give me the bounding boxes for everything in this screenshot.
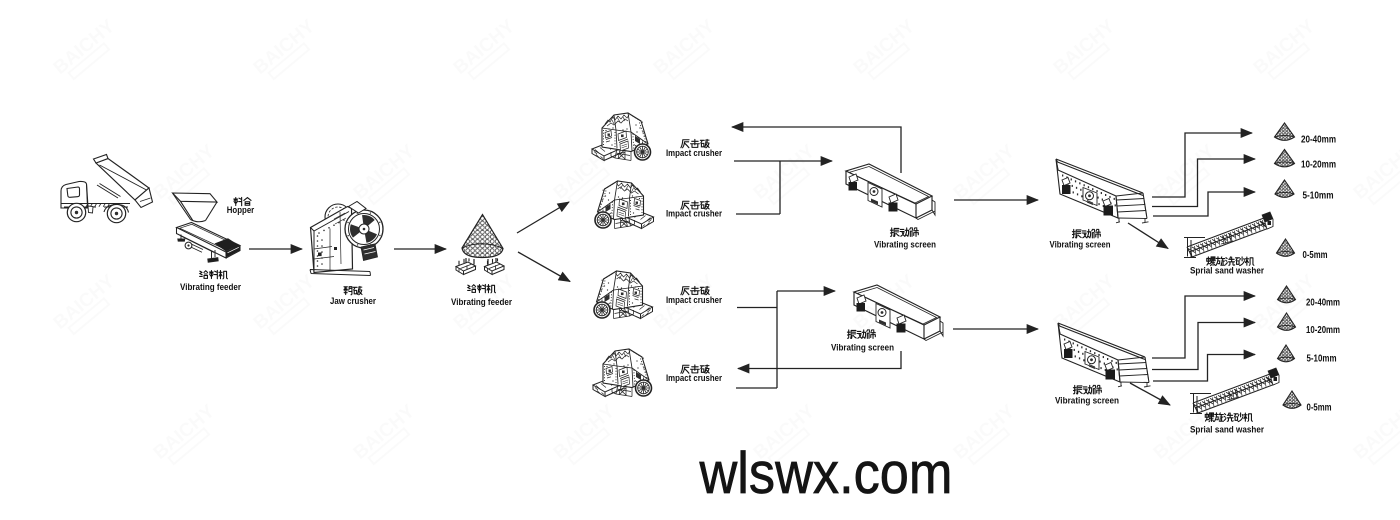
- svg-text:Vibrating feeder: Vibrating feeder: [451, 297, 512, 307]
- svg-text:20-40mm: 20-40mm: [1306, 298, 1340, 309]
- svg-text:Sprial sand washer: Sprial sand washer: [1190, 266, 1264, 276]
- svg-text:Impact crusher: Impact crusher: [666, 209, 722, 219]
- svg-text:Vibrating screen: Vibrating screen: [874, 240, 936, 250]
- svg-text:10-20mm: 10-20mm: [1301, 160, 1336, 171]
- svg-text:Vibrating screen: Vibrating screen: [1050, 240, 1111, 250]
- svg-text:20-40mm: 20-40mm: [1301, 135, 1336, 146]
- svg-text:wlswx.com: wlswx.com: [699, 441, 953, 506]
- svg-text:Hopper: Hopper: [227, 205, 255, 215]
- svg-text:Jaw crusher: Jaw crusher: [330, 296, 376, 306]
- svg-text:Vibrating feeder: Vibrating feeder: [180, 282, 241, 292]
- svg-text:5-10mm: 5-10mm: [1303, 191, 1334, 202]
- svg-text:Vibrating screen: Vibrating screen: [831, 343, 894, 353]
- svg-text:0-5mm: 0-5mm: [1307, 403, 1332, 414]
- svg-text:Impact crusher: Impact crusher: [666, 148, 722, 158]
- svg-text:Vibrating screen: Vibrating screen: [1055, 396, 1119, 406]
- svg-text:5-10mm: 5-10mm: [1307, 354, 1337, 365]
- svg-text:Impact crusher: Impact crusher: [666, 373, 722, 383]
- svg-text:Sprial sand washer: Sprial sand washer: [1190, 425, 1264, 435]
- svg-text:10-20mm: 10-20mm: [1306, 325, 1340, 336]
- svg-text:0-5mm: 0-5mm: [1303, 250, 1328, 261]
- svg-text:Impact crusher: Impact crusher: [666, 295, 722, 305]
